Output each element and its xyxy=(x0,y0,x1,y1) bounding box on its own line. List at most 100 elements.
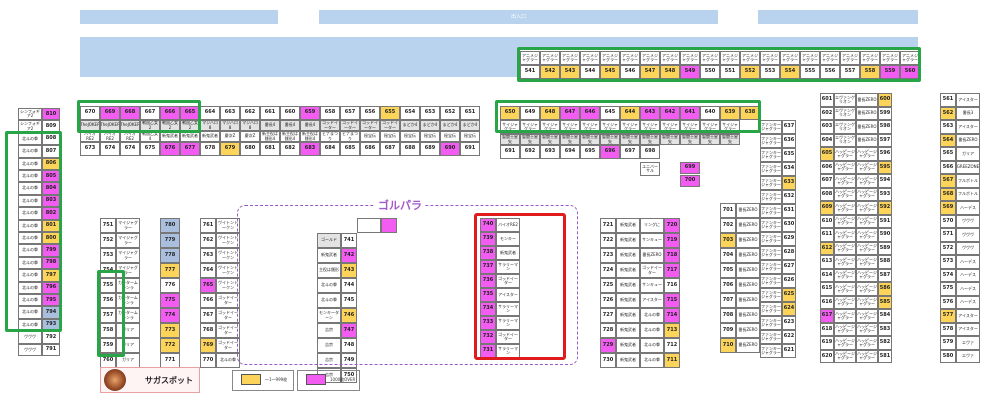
slot-name[interactable]: ゴッドイーター xyxy=(320,120,340,131)
slot-number[interactable]: 753 xyxy=(100,248,116,263)
slot-name[interactable]: 番長4 xyxy=(300,120,320,131)
slot-name[interactable]: 新鬼武者 xyxy=(616,278,640,293)
slot-name[interactable]: 番長ZERO xyxy=(736,203,760,218)
slot-number[interactable]: 611 xyxy=(820,228,834,242)
slot-number[interactable]: 548 xyxy=(660,65,680,79)
slot-name[interactable]: 聖闘士星矢 xyxy=(680,134,700,145)
slot-number[interactable]: 661 xyxy=(260,106,280,120)
slot-number[interactable]: 550 xyxy=(700,65,720,79)
slot-name[interactable]: アイスター xyxy=(496,288,520,302)
slot-name[interactable]: 北斗の拳 xyxy=(18,219,42,232)
slot-number[interactable]: 609 xyxy=(820,201,834,215)
slot-number[interactable]: 645 xyxy=(600,106,620,120)
slot-name[interactable]: マイジャグラー xyxy=(116,233,140,248)
slot-number[interactable]: 608 xyxy=(820,187,834,201)
slot-number[interactable]: 570 xyxy=(940,214,956,228)
slot-number[interactable]: 691 xyxy=(460,142,480,156)
slot-name[interactable]: 北斗の拳 xyxy=(18,145,42,158)
slot-number[interactable]: 562 xyxy=(940,106,956,120)
slot-number[interactable]: 764 xyxy=(200,263,216,278)
slot-number[interactable]: 557 xyxy=(840,65,860,79)
slot-name[interactable]: ファンキージャグラー xyxy=(760,302,782,316)
slot-name[interactable]: 新鬼武者 xyxy=(616,293,640,308)
slot-number[interactable]: 730 xyxy=(600,353,616,368)
slot-number[interactable]: 656 xyxy=(360,106,380,120)
slot-number[interactable]: 769 xyxy=(200,338,216,353)
slot-number[interactable]: 776 xyxy=(160,278,180,293)
slot-number[interactable]: 640 xyxy=(700,106,720,120)
slot-name[interactable]: 番長ZERO xyxy=(736,233,760,248)
slot-number[interactable]: 682 xyxy=(280,142,300,156)
slot-number[interactable]: 694 xyxy=(560,145,580,159)
slot-name[interactable]: シンフォギア2 xyxy=(18,108,42,121)
slot-name[interactable]: エヴァ xyxy=(956,336,980,350)
slot-name[interactable]: アニメジャグラー xyxy=(600,51,620,65)
slot-number[interactable]: 680 xyxy=(240,142,260,156)
slot-number[interactable]: 633 xyxy=(782,176,796,190)
slot-name[interactable]: 番長ZERO xyxy=(856,106,878,120)
slot-number[interactable]: 716 xyxy=(664,278,680,293)
slot-number[interactable]: 613 xyxy=(820,255,834,269)
slot-number[interactable]: 751 xyxy=(100,218,116,233)
slot-number[interactable]: 686 xyxy=(360,142,380,156)
slot-number[interactable]: 779 xyxy=(160,233,180,248)
slot-number[interactable]: 666 xyxy=(160,106,180,120)
slot-name[interactable]: 聖闘士星矢 xyxy=(700,134,720,145)
slot-name[interactable]: 北斗の拳 xyxy=(640,308,664,323)
slot-number[interactable]: 720 xyxy=(664,218,680,233)
slot-number[interactable]: 695 xyxy=(580,145,600,159)
slot-number[interactable]: 617 xyxy=(820,309,834,323)
slot-number[interactable]: 700 xyxy=(680,175,700,187)
slot-number[interactable]: 773 xyxy=(160,323,180,338)
slot-name[interactable]: エヴァ xyxy=(956,349,980,363)
slot-name[interactable]: ハッピージャグラー xyxy=(834,282,856,296)
slot-number[interactable]: 726 xyxy=(600,293,616,308)
slot-name[interactable]: 北斗の拳 xyxy=(18,269,42,282)
slot-name[interactable]: まどか4 xyxy=(460,120,480,131)
slot-name[interactable]: 新鬼武者 xyxy=(616,218,640,233)
slot-number[interactable]: 732 xyxy=(480,330,496,344)
slot-number[interactable]: 768 xyxy=(200,323,216,338)
slot-number[interactable]: 689 xyxy=(420,142,440,156)
slot-name[interactable]: ハーデス xyxy=(956,282,980,296)
slot-name[interactable]: アニメジャグラー xyxy=(640,51,660,65)
slot-number[interactable]: 766 xyxy=(200,293,216,308)
slot-number[interactable]: 546 xyxy=(620,65,640,79)
slot-name[interactable]: 聖闘士星矢 xyxy=(580,134,600,145)
slot-name[interactable]: サラリーマン xyxy=(496,302,520,316)
slot-name[interactable]: ファンキージャグラー xyxy=(760,260,782,274)
slot-number[interactable]: 653 xyxy=(420,106,440,120)
slot-number[interactable]: 719 xyxy=(664,233,680,248)
slot-number[interactable]: 620 xyxy=(820,349,834,363)
slot-name[interactable]: アニメジャグラー xyxy=(660,51,680,65)
slot-number[interactable]: 710 xyxy=(720,338,736,353)
slot-number[interactable]: 740 xyxy=(480,218,496,232)
slot-name[interactable]: ヴイトントークン xyxy=(216,248,240,263)
slot-number[interactable]: 651 xyxy=(460,106,480,120)
slot-name[interactable]: アニメジャグラー xyxy=(800,51,820,65)
slot-name[interactable]: 北斗の拳 xyxy=(317,278,341,293)
slot-number[interactable]: 746 xyxy=(341,308,357,323)
slot-name[interactable]: 北斗の拳 xyxy=(18,294,42,307)
slot-number[interactable]: 777 xyxy=(160,263,180,278)
slot-name[interactable]: ゴッドイーター xyxy=(496,274,520,288)
slot-number[interactable]: 736 xyxy=(480,274,496,288)
slot-number[interactable]: 544 xyxy=(580,65,600,79)
slot-number[interactable]: 541 xyxy=(520,65,540,79)
slot-name[interactable]: ハッピージャグラー xyxy=(834,322,856,336)
slot-number[interactable]: 632 xyxy=(782,190,796,204)
slot-number[interactable]: 721 xyxy=(600,218,616,233)
slot-name[interactable]: マイジャグラー xyxy=(116,218,140,233)
slot-number[interactable]: 543 xyxy=(560,65,580,79)
slot-number[interactable]: 587 xyxy=(878,268,892,282)
slot-number[interactable]: 780 xyxy=(160,218,180,233)
slot-number[interactable]: 564 xyxy=(940,133,956,147)
slot-number[interactable]: 698 xyxy=(640,145,660,159)
slot-number[interactable]: 756 xyxy=(100,293,116,308)
slot-name[interactable]: アイスター xyxy=(956,309,980,323)
slot-name[interactable]: ハッピージャグラー xyxy=(856,187,878,201)
slot-number[interactable]: 565 xyxy=(940,147,956,161)
slot-name[interactable]: アイスター xyxy=(956,120,980,134)
slot-name[interactable]: ハッピージャグラー xyxy=(856,255,878,269)
slot-name[interactable]: アニメジャグラー xyxy=(540,51,560,65)
